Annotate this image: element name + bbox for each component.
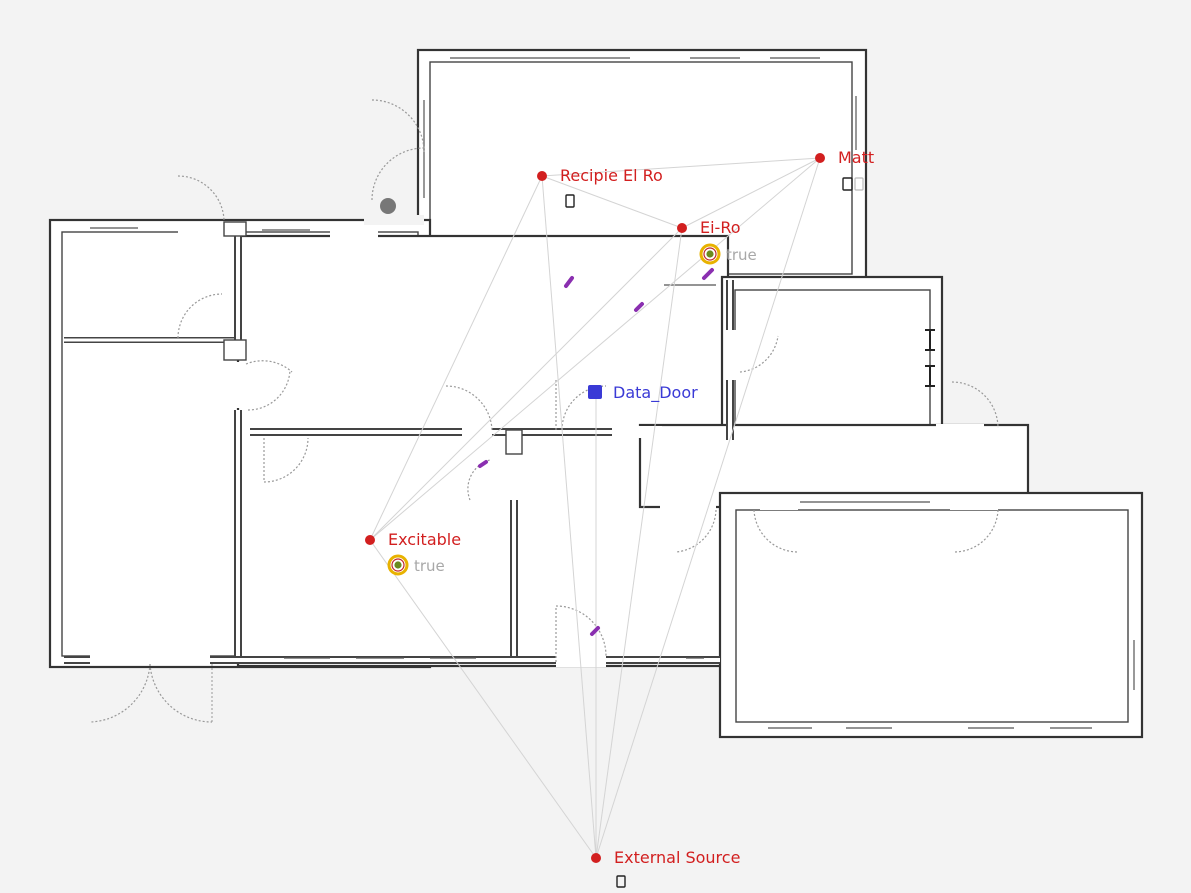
sensor-node-ei_ro[interactable]: Ei-Ro true <box>677 218 757 265</box>
badge-icon <box>699 243 721 265</box>
node-label: Recipie El Ro <box>560 166 663 185</box>
door-sensor-marker[interactable] <box>588 385 602 399</box>
device-icon <box>842 177 853 191</box>
node-label: Matt <box>838 148 874 167</box>
motion-sensor-icon <box>590 626 600 636</box>
motion-sensors <box>478 268 714 636</box>
door-sensor-label: Data_Door <box>613 383 698 403</box>
device-icon <box>925 329 935 387</box>
sensor-node-matt[interactable]: Matt <box>815 148 874 167</box>
sensor-nodes: Recipie El RoEi-RotrueMattExcitabletrueE… <box>365 148 874 867</box>
sensor-node-external[interactable]: External Source <box>591 848 740 867</box>
door-arcs <box>89 99 999 723</box>
device-icon <box>854 177 864 191</box>
sensor-node-recipie[interactable]: Recipie El Ro <box>537 166 663 185</box>
walls <box>48 48 1144 739</box>
badge-icon <box>387 554 409 576</box>
node-marker[interactable] <box>591 853 601 863</box>
sensor-links <box>369 157 821 859</box>
sensor-node-excitable[interactable]: Excitable true <box>365 530 461 576</box>
node-state: true <box>726 246 757 264</box>
node-marker[interactable] <box>815 153 825 163</box>
device-icon <box>616 875 626 888</box>
node-marker[interactable] <box>677 223 687 233</box>
node-marker[interactable] <box>365 535 375 545</box>
motion-sensor-icon <box>634 302 644 312</box>
node-label: External Source <box>614 848 740 867</box>
motion-sensor-icon <box>478 460 488 468</box>
motion-sensor-icon <box>702 268 714 280</box>
node-label: Excitable <box>388 530 461 549</box>
node-label: Ei-Ro <box>700 218 741 237</box>
node-marker[interactable] <box>537 171 547 181</box>
devices <box>380 177 935 888</box>
door-sensor[interactable]: Data_Door <box>588 383 698 403</box>
motion-sensor-icon <box>564 276 574 288</box>
node-state: true <box>414 557 445 575</box>
device-icon <box>565 194 575 208</box>
hinge-icon <box>380 198 396 214</box>
